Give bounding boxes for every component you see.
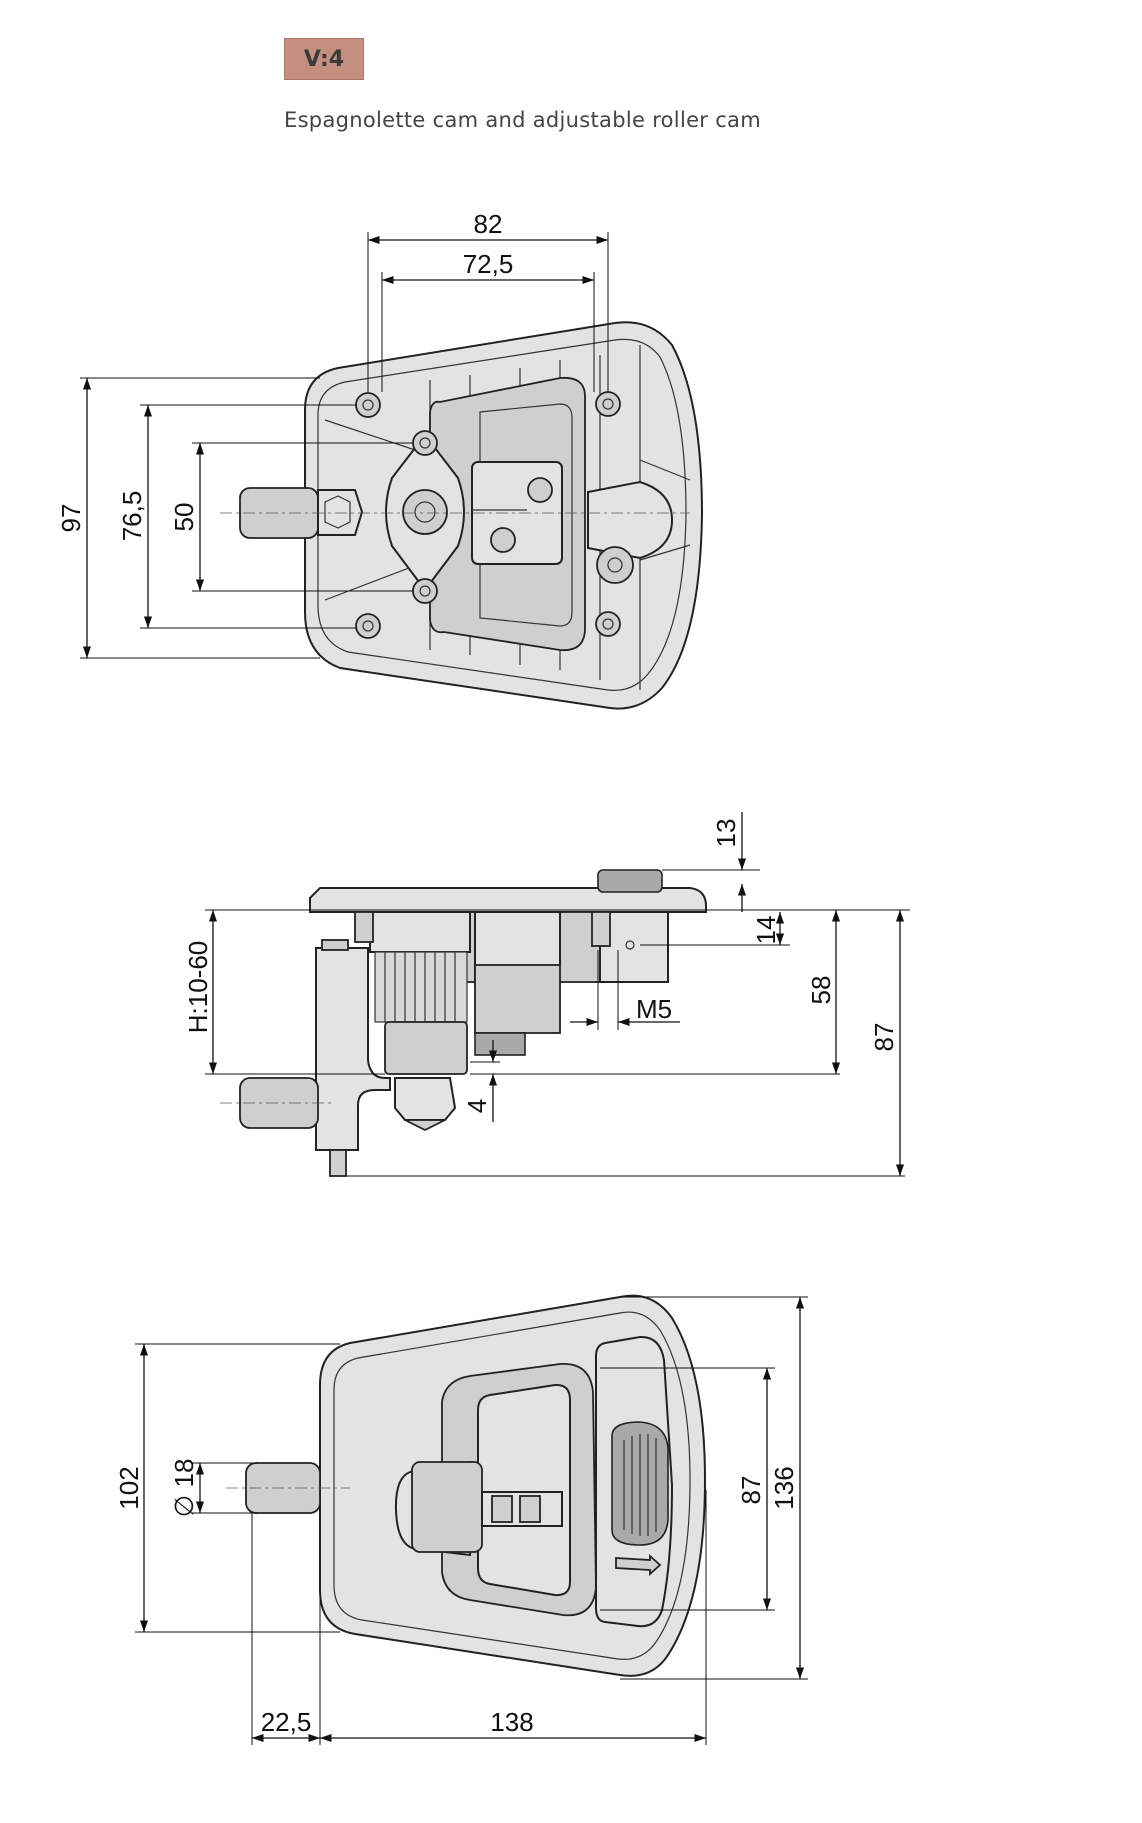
top-plate-inner	[317, 338, 687, 692]
dim-82: 82	[474, 209, 503, 239]
dim-58: 58	[806, 976, 836, 1005]
top-roller-cam	[587, 480, 674, 560]
front-arrow-icon	[615, 1553, 662, 1577]
top-cam-hub	[402, 489, 448, 535]
front-grip-slots	[623, 1434, 657, 1536]
dim-14: 14	[751, 916, 781, 945]
side-roller-knob	[597, 869, 663, 893]
version-badge: V:4	[284, 38, 364, 80]
dim-4: 4	[462, 1099, 492, 1113]
dim-87-side: 87	[869, 1023, 899, 1052]
dim-87-front: 87	[736, 1476, 766, 1505]
dim-13: 13	[711, 819, 741, 848]
side-pin	[329, 1149, 347, 1177]
dim-h-10-60: H:10-60	[183, 941, 213, 1034]
top-view: 82 72,5 97 76,5 50	[56, 209, 704, 710]
dim-m5: M5	[636, 994, 672, 1024]
front-view: 102 ∅ 18 87 136 22,5 138	[114, 1294, 808, 1745]
dim-136: 136	[769, 1466, 799, 1509]
dim-72-5: 72,5	[463, 249, 514, 279]
dim-50: 50	[169, 503, 199, 532]
side-housing	[474, 964, 561, 1034]
dim-97: 97	[56, 504, 86, 533]
dim-76-5: 76,5	[117, 491, 147, 542]
dim-138: 138	[490, 1707, 533, 1737]
side-cam-bracket	[315, 947, 391, 1151]
drawing-subtitle: Espagnolette cam and adjustable roller c…	[284, 108, 761, 132]
dim-dia-18: ∅ 18	[169, 1459, 199, 1518]
dim-22-5: 22,5	[261, 1707, 312, 1737]
side-nut	[394, 1077, 457, 1121]
side-view: 13 14 M5 58 87 H:10-60 4	[183, 812, 910, 1177]
side-spindle	[374, 951, 468, 1023]
side-flange	[309, 887, 707, 913]
dim-102: 102	[114, 1466, 144, 1509]
